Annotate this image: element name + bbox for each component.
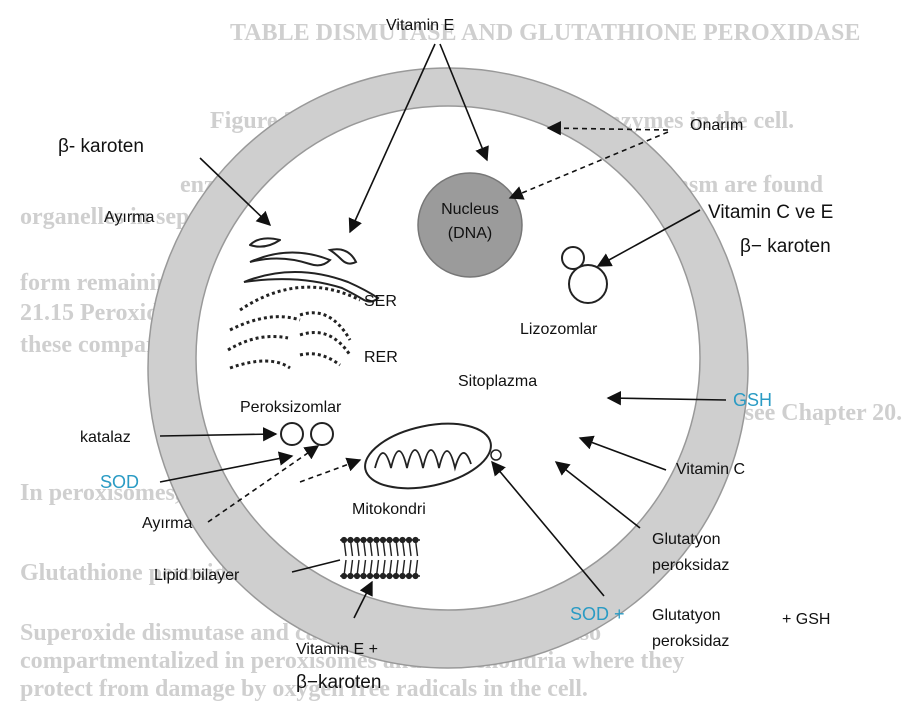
lizozomlar-label: Lizozomlar (520, 321, 598, 338)
vitamin-e-top-label: Vitamin E (386, 17, 454, 34)
lipid-head (342, 538, 347, 543)
lipid-head (413, 574, 418, 579)
lipid-head (407, 574, 412, 579)
lipid-head (394, 574, 399, 579)
lipid-head (348, 538, 353, 543)
nucleus-label: Nucleus (441, 201, 499, 218)
sod-label: SOD (100, 472, 139, 492)
lipid-head (400, 574, 405, 579)
katalaz-label: katalaz (80, 429, 131, 446)
ayirma-bottom-label: Ayırma (142, 515, 192, 532)
glutatyon-label-1: Glutatyon (652, 531, 720, 548)
beta-karoten-bottom-label: β−karoten (296, 672, 381, 693)
glutatyon-label-2: Glutatyon (652, 607, 720, 624)
lipid-head (348, 574, 353, 579)
lipid-head (381, 574, 386, 579)
ayirma-top-label: Ayırma (104, 209, 154, 226)
peroksidaz-label-1: peroksidaz (652, 557, 729, 574)
mitokondri-label: Mitokondri (352, 501, 426, 518)
sod-plus-label: SOD + (570, 604, 625, 624)
vitamin-c-label: Vitamin C (676, 461, 745, 478)
lipid-head (407, 538, 412, 543)
nucleus: Nucleus (DNA) (418, 173, 522, 277)
bg-line-1: TABLE DISMUTASE AND GLUTATHIONE PEROXIDA… (230, 20, 860, 46)
lipid-head (355, 574, 360, 579)
gsh-label: GSH (733, 390, 772, 410)
ser-label: SER (364, 293, 397, 310)
dna-label: (DNA) (448, 225, 492, 242)
beta-karoten-left-label: β- karoten (58, 136, 144, 157)
lipid-head (361, 574, 366, 579)
lipid-head (400, 538, 405, 543)
lipid-head (374, 538, 379, 543)
vitamin-c-ve-e-label: Vitamin C ve E (708, 202, 833, 223)
sitoplazma-label: Sitoplazma (458, 373, 537, 390)
lipid-head (387, 538, 392, 543)
lipid-head (368, 574, 373, 579)
lipid-head (381, 538, 386, 543)
lipid-head (342, 574, 347, 579)
rer-label: RER (364, 349, 398, 366)
peroksidaz-label-2: peroksidaz (652, 633, 729, 650)
vitamin-e-plus-label: Vitamin E + (296, 641, 378, 658)
lipid-head (368, 538, 373, 543)
beta-karoten-right-label: β− karoten (740, 236, 831, 257)
onarim-label: Onarım (690, 117, 743, 134)
lipid-head (374, 574, 379, 579)
lipid-head (413, 538, 418, 543)
lipid-head (355, 538, 360, 543)
plus-gsh-label: + GSH (782, 611, 830, 628)
lipid-head (361, 538, 366, 543)
lipid-head (394, 538, 399, 543)
lipid-head (387, 574, 392, 579)
peroksizomlar-label: Peroksizomlar (240, 399, 342, 416)
lipid-bilayer-label: Lipid bilayer (154, 567, 240, 584)
